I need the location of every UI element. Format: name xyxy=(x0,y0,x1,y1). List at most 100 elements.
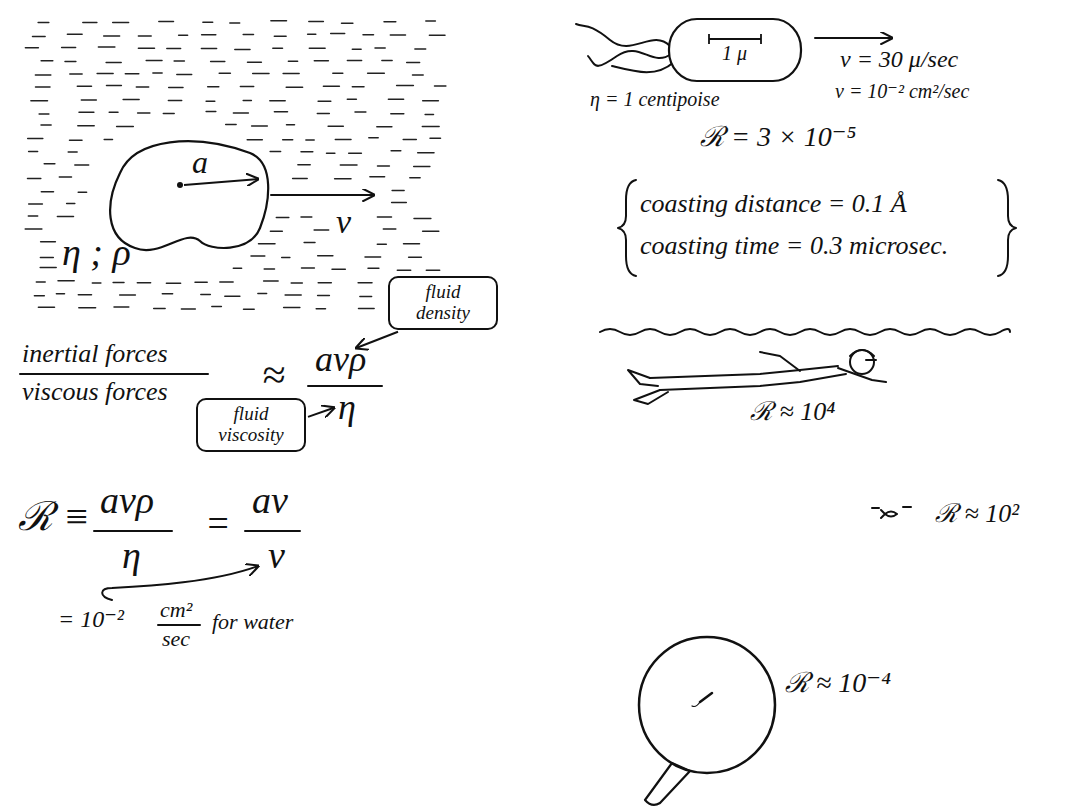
fluid-dash xyxy=(202,34,216,36)
fluid-dash xyxy=(206,111,216,113)
fluid-dash xyxy=(77,86,91,88)
fluid-dash xyxy=(106,62,121,64)
fluid-dash xyxy=(33,36,46,38)
fluid-dash xyxy=(363,34,374,36)
fluid-dash xyxy=(426,270,439,272)
fluid-dash xyxy=(347,60,361,62)
water-surface xyxy=(600,329,1010,335)
formula-text: viscous forces xyxy=(22,378,168,407)
fluid-dash xyxy=(415,48,426,50)
fluid-dash xyxy=(98,46,115,48)
fluid-dash xyxy=(407,62,420,64)
fluid-dash xyxy=(314,229,329,231)
fluid-dash xyxy=(67,203,75,205)
formula-text: coasting time = 0.3 microsec. xyxy=(640,232,948,261)
fluid-dashes xyxy=(25,21,446,310)
fluid-dash xyxy=(284,307,300,309)
fluid-dash xyxy=(212,306,222,308)
fluid-dash xyxy=(368,73,385,75)
fluid-dash xyxy=(425,114,433,116)
fish xyxy=(872,507,879,509)
fluid-dash xyxy=(107,85,122,87)
fluid-dash xyxy=(304,242,315,244)
fluid-dash xyxy=(138,112,150,114)
fluid-dash xyxy=(270,230,282,232)
fluid-dash xyxy=(28,178,41,180)
fluid-dash xyxy=(40,257,53,259)
fluid-dash xyxy=(360,296,372,298)
fluid-dash xyxy=(392,202,407,204)
fluid-dash xyxy=(378,165,390,167)
formula-text: for water xyxy=(212,610,293,634)
formula-text: η xyxy=(338,388,356,428)
fluid-dash xyxy=(174,60,184,62)
fluid-dash xyxy=(163,113,174,115)
formula-text: avρ xyxy=(100,480,154,522)
fluid-dash xyxy=(123,99,139,101)
fluid-dash xyxy=(414,218,431,220)
formula-text: v = 30 μ/sec xyxy=(840,46,958,72)
formula-text: v xyxy=(336,203,351,240)
fluid-dash xyxy=(44,163,55,165)
fluid-dash xyxy=(136,86,148,88)
fluid-dash xyxy=(113,282,124,284)
fluid-dash xyxy=(243,34,253,36)
fluid-dash xyxy=(146,60,162,62)
fluid-dash xyxy=(208,86,219,88)
fluid-dash xyxy=(286,87,302,89)
fluid-dash xyxy=(426,20,436,22)
fluid-dash xyxy=(31,100,48,102)
fluid-dash xyxy=(177,74,192,76)
fraction-bar xyxy=(94,530,172,532)
fluid-dash xyxy=(25,228,42,230)
fluid-dash xyxy=(316,308,325,310)
fluid-dash xyxy=(293,178,308,180)
swimmer-leg xyxy=(628,370,658,386)
lens-handle xyxy=(645,763,690,805)
fluid-dash xyxy=(332,269,345,271)
fluid-dash xyxy=(125,73,139,75)
callout-box: fluid density xyxy=(388,276,498,330)
fluid-dash xyxy=(211,61,225,63)
fluid-dash xyxy=(167,48,181,50)
formula-text: η xyxy=(122,535,141,577)
formula-text: av xyxy=(252,480,288,522)
fluid-dash xyxy=(287,124,295,126)
fluid-dash xyxy=(328,126,343,128)
formula-text: ℛ ≈ 10⁴ xyxy=(750,398,835,427)
swimmer-back xyxy=(650,366,838,378)
fluid-dash xyxy=(75,164,89,166)
fluid-dash xyxy=(36,86,51,88)
fluid-dash xyxy=(59,176,71,178)
formula-text: = 10⁻² xyxy=(58,606,124,632)
fluid-dash xyxy=(67,33,82,35)
fluid-dash xyxy=(40,267,56,269)
fluid-dash xyxy=(70,139,83,141)
fluid-dash xyxy=(301,151,313,153)
fluid-dash xyxy=(309,47,325,49)
fluid-dash xyxy=(352,49,361,51)
fluid-dash xyxy=(240,86,253,88)
fluid-dash xyxy=(377,126,392,128)
fluid-dash xyxy=(397,269,410,271)
fluid-dash xyxy=(370,176,385,178)
flagellum xyxy=(612,62,674,72)
formula-text: ℛ = 3 × 10⁻⁵ xyxy=(700,122,856,153)
fluid-dash xyxy=(382,60,392,62)
fluid-dash xyxy=(422,126,439,128)
swimmer-head xyxy=(850,350,874,374)
fluid-dash xyxy=(349,153,362,155)
formula-text: η ; ρ xyxy=(62,232,131,274)
fluid-dash xyxy=(314,60,328,62)
formula-text: η = 1 centipoise xyxy=(590,88,720,110)
fluid-dash xyxy=(270,151,281,153)
callout-text: fluid density xyxy=(399,282,487,324)
fluid-dash xyxy=(36,281,45,283)
fluid-dash xyxy=(39,113,49,115)
fluid-dash xyxy=(78,125,94,127)
fluid-dash xyxy=(391,113,404,115)
fluid-dash xyxy=(203,21,213,23)
fluid-dash xyxy=(271,20,287,22)
brace xyxy=(998,180,1016,276)
fluid-dash xyxy=(220,281,233,283)
